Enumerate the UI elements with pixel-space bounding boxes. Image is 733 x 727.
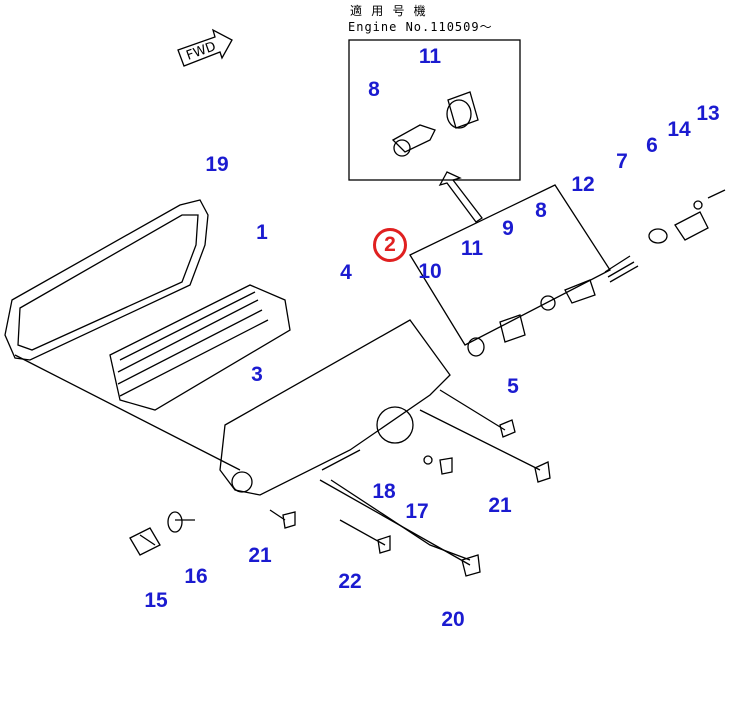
callout-13[interactable]: 13 <box>696 102 720 125</box>
callout-main-part[interactable]: 2 <box>373 228 407 262</box>
callout-9[interactable]: 9 <box>502 217 514 240</box>
callout-6[interactable]: 6 <box>646 134 658 157</box>
callout-20[interactable]: 20 <box>441 608 465 631</box>
callout-7[interactable]: 7 <box>616 150 628 173</box>
callout-15[interactable]: 15 <box>144 589 168 612</box>
engine-number-label: Engine No.110509～ <box>348 20 493 34</box>
callout-21-left[interactable]: 21 <box>248 544 272 567</box>
applicability-label: 適 用 号 機 <box>350 4 427 18</box>
callout-3[interactable]: 3 <box>251 363 263 386</box>
callout-19[interactable]: 19 <box>205 153 229 176</box>
exploded-frame <box>409 184 611 346</box>
callout-17[interactable]: 17 <box>405 500 429 523</box>
callout-8[interactable]: 8 <box>535 199 547 222</box>
callout-14[interactable]: 14 <box>667 118 691 141</box>
inset-box <box>348 39 521 181</box>
callout-10[interactable]: 10 <box>418 260 442 283</box>
callout-12[interactable]: 12 <box>571 173 595 196</box>
callout-4[interactable]: 4 <box>340 261 352 284</box>
callout-18[interactable]: 18 <box>372 480 396 503</box>
callout-11-inset[interactable]: 11 <box>418 45 442 68</box>
callout-16[interactable]: 16 <box>184 565 208 588</box>
callout-1[interactable]: 1 <box>256 221 268 244</box>
fwd-arrow <box>177 28 233 67</box>
callout-8-inset[interactable]: 8 <box>368 78 380 101</box>
callout-21-right[interactable]: 21 <box>488 494 512 517</box>
callout-22[interactable]: 22 <box>338 570 362 593</box>
arrow-up <box>438 171 483 223</box>
callout-5[interactable]: 5 <box>507 375 519 398</box>
callout-11[interactable]: 11 <box>460 237 484 260</box>
